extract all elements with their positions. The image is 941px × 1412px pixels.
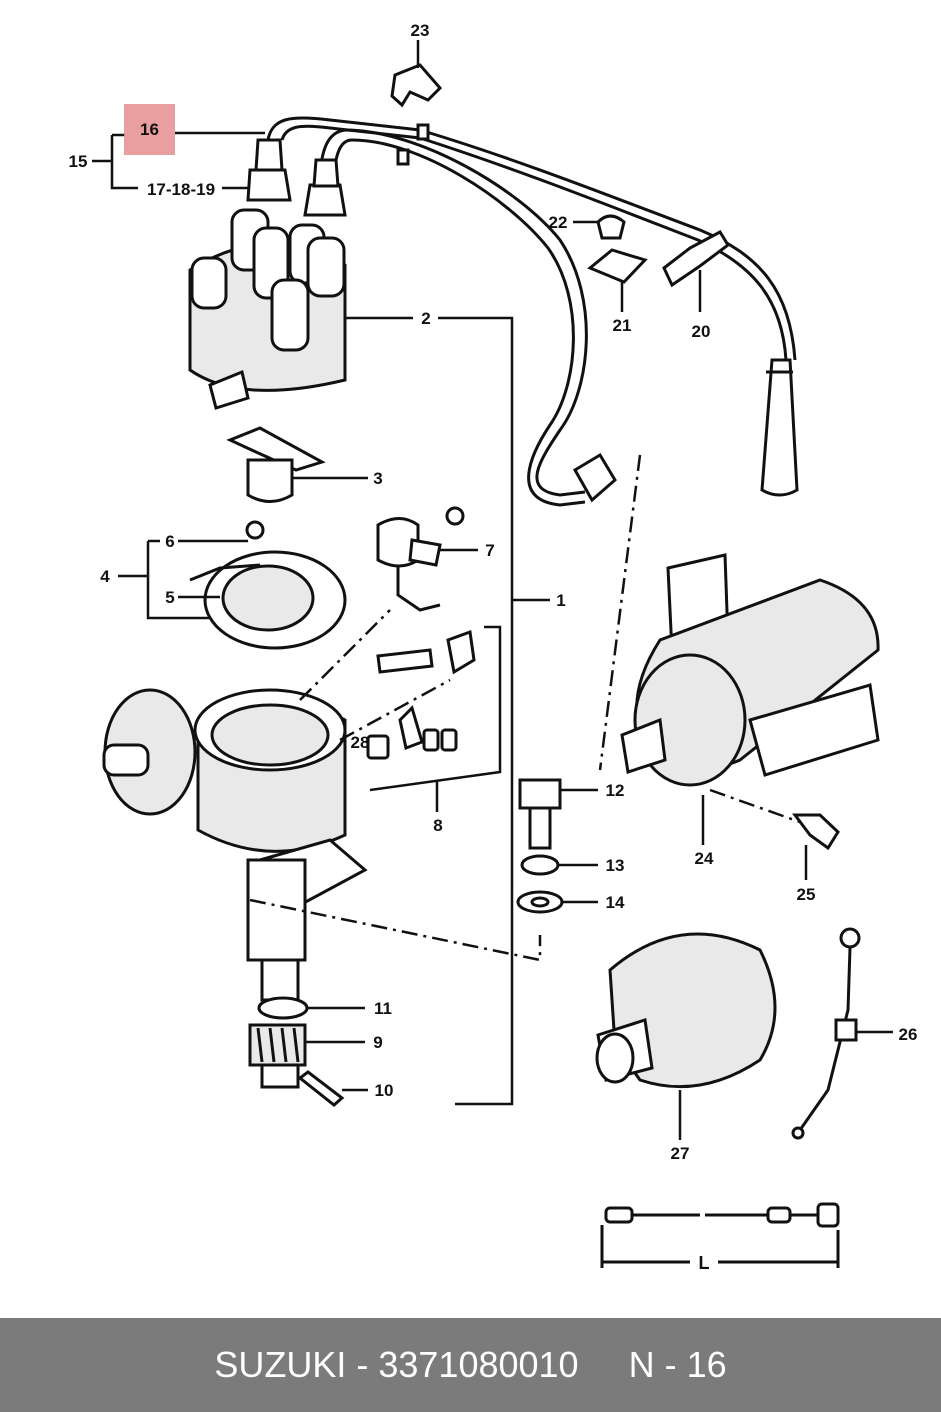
callout-5: 5 bbox=[165, 588, 174, 607]
bolt-part-22 bbox=[596, 214, 626, 240]
callout-21: 21 bbox=[613, 316, 632, 335]
parts-diagram: 23 15 17-18-19 2 3 6 4 5 7 1 28 8 12 13 … bbox=[69, 21, 918, 1273]
callout-1: 1 bbox=[556, 591, 565, 610]
bracket-part-21 bbox=[587, 248, 648, 284]
callout-2: 2 bbox=[421, 309, 430, 328]
distributor-housing-part-1 bbox=[102, 688, 368, 1002]
callout-16: 16 bbox=[140, 120, 159, 139]
rotor-part-3 bbox=[226, 426, 326, 503]
callout-3: 3 bbox=[373, 469, 382, 488]
ground-wire-part-26 bbox=[791, 927, 861, 1140]
callout-24: 24 bbox=[695, 849, 714, 868]
callout-length-l: L bbox=[699, 1253, 710, 1273]
callout-9: 9 bbox=[373, 1033, 382, 1052]
screw-part-25 bbox=[792, 813, 840, 851]
callout-15: 15 bbox=[69, 152, 88, 171]
distributor-cap-part-2 bbox=[188, 138, 347, 410]
bolt-part-12 bbox=[518, 778, 562, 850]
lead-length-diagram bbox=[600, 1202, 840, 1268]
callout-11: 11 bbox=[374, 999, 392, 1018]
highlight-box bbox=[124, 104, 175, 155]
footer-bar: SUZUKI - 3371080010 N - 16 bbox=[0, 1318, 941, 1412]
callout-7: 7 bbox=[485, 541, 494, 560]
callout-6: 6 bbox=[165, 532, 174, 551]
callout-28: 28 bbox=[351, 733, 370, 752]
small-parts-set-part-8 bbox=[366, 629, 476, 760]
washer-part-14 bbox=[516, 890, 564, 914]
clamp-part-23 bbox=[390, 63, 443, 108]
callout-14: 14 bbox=[606, 893, 625, 912]
drive-gear-part-9 bbox=[248, 1023, 307, 1089]
callout-12: 12 bbox=[606, 781, 625, 800]
callout-25: 25 bbox=[797, 885, 816, 904]
ignition-coil-part-24 bbox=[620, 553, 880, 787]
callout-4: 4 bbox=[100, 567, 110, 586]
ignition-coil-part-27 bbox=[595, 932, 777, 1089]
callout-10: 10 bbox=[375, 1081, 394, 1100]
washer-part-11 bbox=[257, 996, 309, 1020]
pin-part-10 bbox=[297, 1070, 345, 1107]
lock-washer-part-13 bbox=[520, 854, 560, 876]
clip-part-20 bbox=[662, 230, 730, 288]
callout-13: 13 bbox=[606, 856, 625, 875]
high-tension-lead-set bbox=[266, 116, 799, 507]
callout-labels: 23 15 17-18-19 2 3 6 4 5 7 1 28 8 12 13 … bbox=[69, 21, 918, 1273]
callout-8: 8 bbox=[433, 816, 442, 835]
footer-part-info: SUZUKI - 3371080010 N - 16 bbox=[214, 1344, 727, 1385]
callout-27: 27 bbox=[671, 1144, 690, 1163]
condenser-part-7 bbox=[376, 506, 465, 612]
callout-20: 20 bbox=[692, 322, 711, 341]
callout-17-18-19: 17-18-19 bbox=[147, 180, 215, 199]
callout-23: 23 bbox=[411, 21, 430, 40]
callout-26: 26 bbox=[899, 1025, 918, 1044]
callout-22: 22 bbox=[549, 213, 568, 232]
leader-lines bbox=[92, 40, 893, 1140]
breaker-plate-part-5 bbox=[189, 520, 347, 650]
